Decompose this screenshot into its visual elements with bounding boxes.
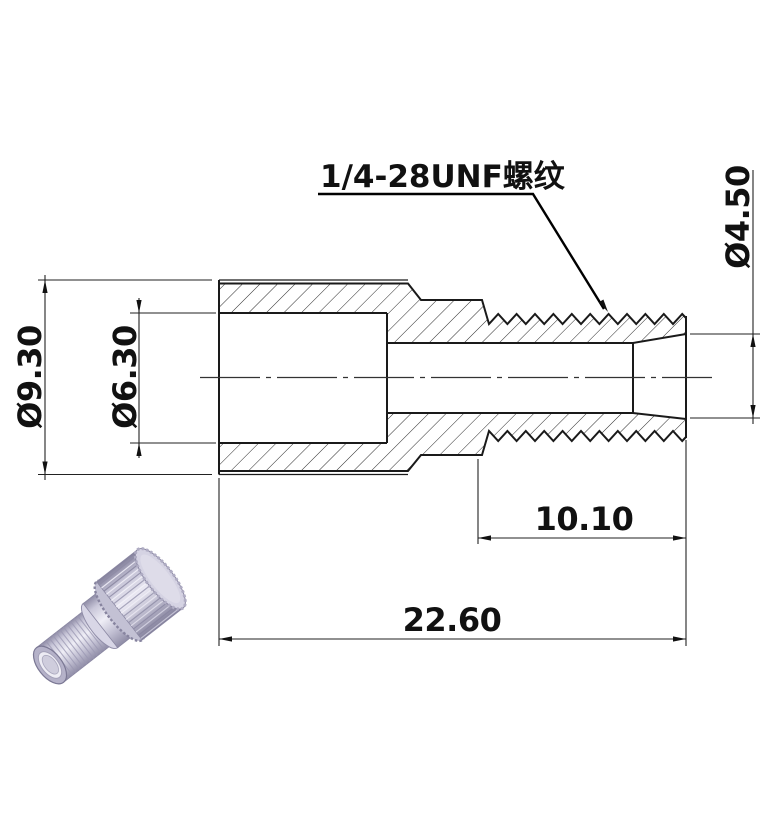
dim-bore-diameter: Ø6.30 [106,298,216,458]
hatch-lower-wall [219,413,686,471]
arrowhead-left [219,636,232,642]
dim-thread-length: 10.10 [477,440,687,646]
dim-text-overall-length: 22.60 [403,601,502,639]
dim-text-tip-diameter: Ø4.50 [719,165,757,269]
extension-lines [477,440,687,646]
upper-profile-thread [219,282,687,326]
dim-text-bore-diameter: Ø6.30 [106,325,144,429]
dim-tip-diameter: Ø4.50 [690,165,760,424]
thread-callout: 1/4-28UNF螺纹 [318,159,608,312]
callout-leader-line [318,192,606,310]
dim-text-head-diameter: Ø9.30 [11,325,49,429]
extension-lines [38,279,212,476]
arrowhead-up [750,334,756,347]
dim-overall-length: 22.60 [218,478,686,646]
arrowhead-outside-bottom [136,443,142,456]
arrowhead-right [673,535,686,541]
thread-callout-text: 1/4-28UNF螺纹 [320,159,566,195]
part-3d-render [32,547,187,685]
cross-section-hatching [219,283,686,471]
arrowhead-up [42,280,48,293]
lower-profile-thread [219,429,687,472]
render-tip-bore-hole [41,654,59,675]
tip-cone-edges [632,333,687,420]
dim-head-outer-diameter: Ø9.30 [11,275,212,480]
arrowhead-down [750,405,756,418]
arrowhead-left [478,535,491,541]
arrowhead-right [673,636,686,642]
extension-lines [690,333,760,419]
arrowhead-outside-top [136,300,142,313]
dim-text-thread-length: 10.10 [535,500,634,538]
arrowhead-down [42,461,48,475]
render-cap-end-serration [133,547,187,611]
render-cap-end-inner [140,554,181,604]
extension-lines [130,312,216,444]
callout-arrowhead [598,299,608,312]
section-view [200,279,712,476]
hatch-upper-wall [219,283,686,343]
